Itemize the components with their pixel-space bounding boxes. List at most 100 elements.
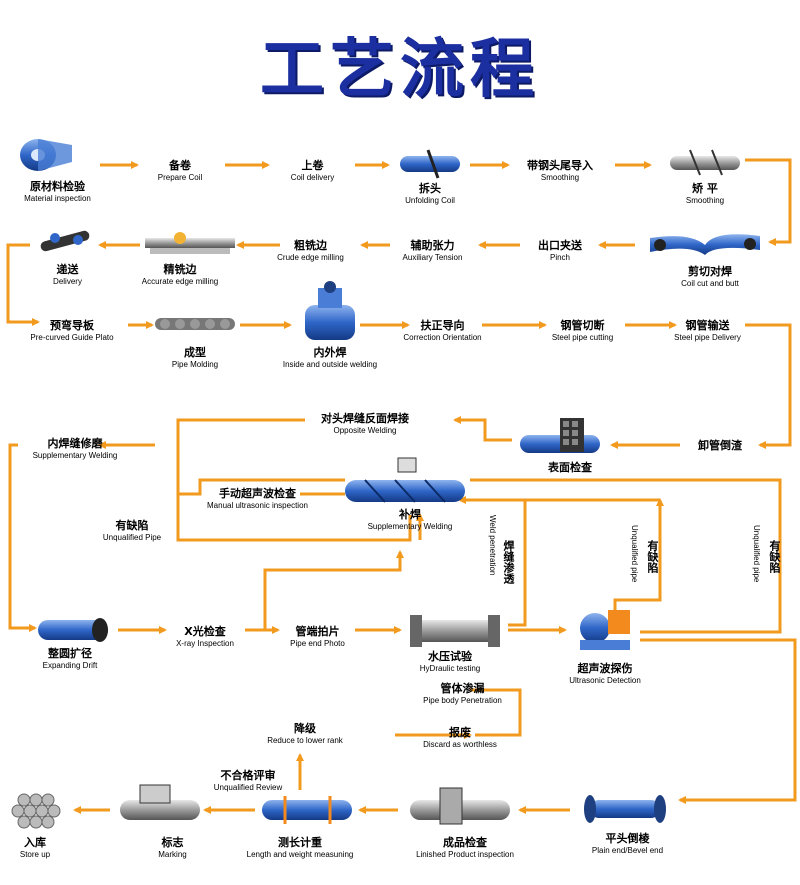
node-zh: 内焊缝修磨: [47, 437, 103, 450]
arrow: [508, 500, 527, 627]
node-zh: 水压试验: [428, 650, 472, 663]
node-en: Smoothing: [685, 195, 725, 205]
node-zh: 降级: [294, 722, 316, 735]
unqualified-pipe-1-zh: 有缺陷: [646, 540, 659, 573]
node-zh: 递送: [56, 263, 79, 276]
arrow: [8, 443, 37, 632]
arrow: [263, 550, 404, 630]
node-en: Inside and outside welding: [282, 359, 378, 369]
node-en: Pipe end Photo: [290, 638, 345, 648]
arrow: [745, 323, 792, 449]
node-en: Unqualified Pipe: [102, 532, 162, 542]
node-zh: 表面检查: [548, 461, 592, 474]
ultrasonic-icon: [580, 610, 630, 650]
unqualified-pipe-2-zh: 有缺陷: [768, 540, 781, 573]
node-zh: 钢管输送: [685, 319, 730, 332]
arrow: [475, 705, 522, 737]
node-en: Ultrasonic Detection: [569, 675, 641, 685]
coil-icon: [20, 139, 72, 171]
arrow: [6, 243, 40, 326]
node-zh: X光检查: [184, 625, 226, 638]
unqualified-pipe-1-en: Unqualified pipe: [630, 525, 639, 583]
unfolding-coil-icon: [400, 149, 460, 179]
node-en: Reduce to lower rank: [267, 735, 343, 745]
product-inspection-icon: [410, 787, 510, 825]
node-zh: 手动超声波检查: [219, 487, 296, 500]
weld-penetration-en: Weld penetration: [488, 515, 497, 576]
node-zh: 粗铣边: [294, 239, 327, 252]
node-en: Pre-curved Guide Plato: [30, 332, 114, 342]
pipe-molding-icon: [155, 318, 235, 330]
node-en: Delivery: [53, 276, 82, 286]
node-en: Material inspection: [24, 193, 91, 203]
node-en: HyDraulic testing: [419, 663, 481, 673]
unqualified-pipe-2-en: Unqualified pipe: [752, 525, 761, 583]
node-zh: 预弯导板: [50, 319, 94, 332]
node-zh: 测长计重: [278, 836, 322, 849]
node-en: Auxiliary Tension: [402, 252, 463, 262]
node-zh: 整圆扩径: [48, 647, 92, 660]
arrow: [470, 688, 522, 705]
node-zh: 上卷: [301, 159, 324, 172]
node-en: Steel pipe Delivery: [674, 332, 741, 342]
bevel-end-icon: [584, 795, 666, 823]
node-zh: 拆头: [419, 182, 441, 195]
supplementary-welding-pipe-icon: [345, 457, 465, 503]
node-zh: 剪切对焊: [688, 265, 732, 278]
node-en: X-ray Inspection: [176, 638, 234, 648]
node-zh: 入库: [24, 836, 46, 849]
node-en: Discard as worthless: [423, 739, 497, 749]
node-en: Pipe body Penetration: [423, 695, 502, 705]
node-en: Crude edge milling: [277, 252, 344, 262]
node-zh: 备卷: [169, 159, 191, 172]
node-surface-inspection: 表面检查: [535, 461, 605, 475]
node-zh: 精铣边: [163, 263, 197, 276]
page-title: 工艺流程: [260, 33, 540, 107]
node-zh: 内外焊: [313, 346, 347, 359]
coil-cut-butt-icon: [650, 234, 760, 255]
node-zh: 补焊: [399, 508, 421, 521]
node-zh: 报废: [449, 726, 471, 739]
node-en: Manual ultrasonic inspection: [207, 500, 308, 510]
length-weight-icon: [262, 796, 352, 824]
node-en: Unfolding Coil: [405, 195, 455, 205]
node-zh: 管体渗漏: [440, 682, 485, 695]
weld-penetration-zh: 焊缝渗透: [502, 540, 515, 584]
welding-machine-icon: [305, 281, 355, 340]
node-zh: 超声波探伤: [577, 662, 633, 675]
delivery-icon: [40, 230, 90, 252]
marking-icon: [120, 784, 200, 820]
node-en: Opposite Welding: [333, 425, 397, 435]
node-en: Supplementary Welding: [32, 450, 118, 460]
node-en: Coil delivery: [290, 172, 335, 182]
surface-inspection-icon: [520, 418, 600, 453]
node-zh: 管端拍片: [295, 625, 340, 638]
node-zh: 矫 平: [692, 182, 718, 195]
